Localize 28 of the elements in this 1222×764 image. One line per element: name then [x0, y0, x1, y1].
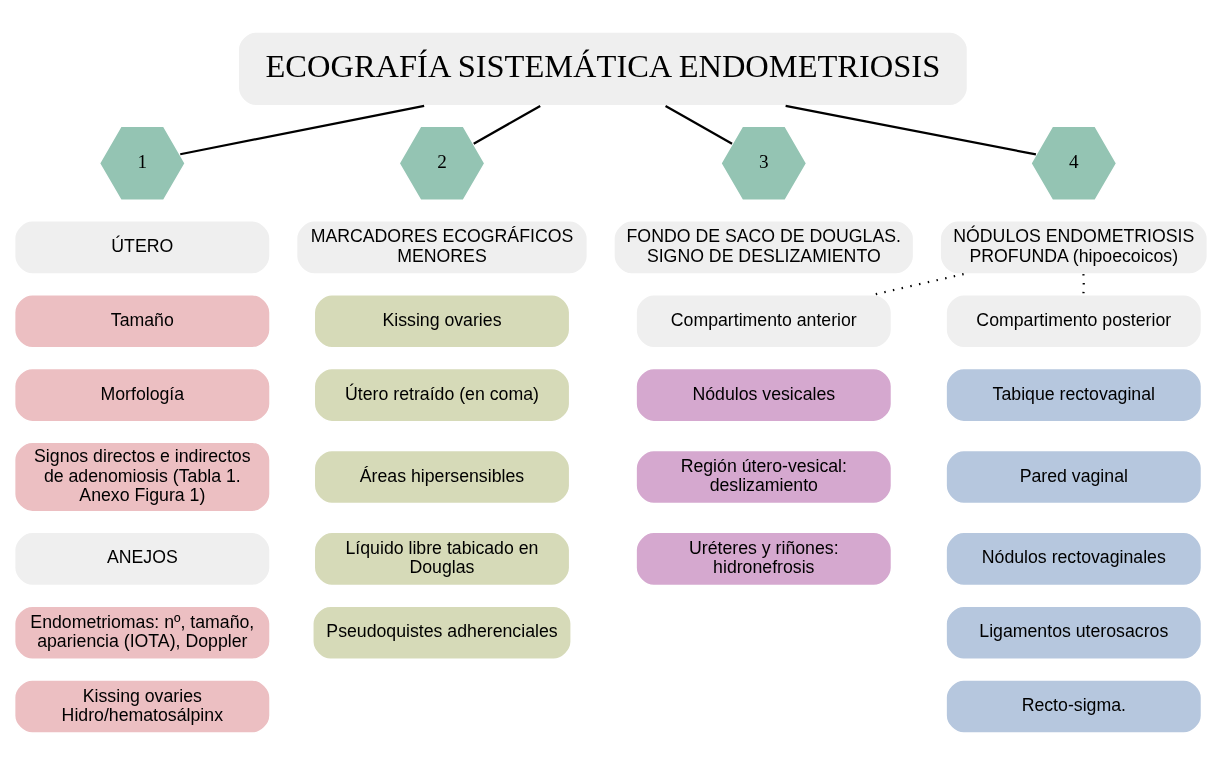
node-box: Kissing ovaries Hidro/hematosálpinx	[13, 678, 271, 734]
connector	[180, 104, 425, 155]
node-box: Ligamentos uterosacros	[945, 604, 1203, 660]
node-box: Uréteres y riñones: hidronefrosis	[635, 531, 893, 586]
connector	[785, 104, 1037, 156]
node-box: Pared vaginal	[945, 449, 1203, 504]
node-box: Endometriomas: nº, tamaño, apariencia (IOTA), Doppler	[13, 604, 271, 660]
connector	[665, 104, 733, 145]
node-box: Compartimento posterior	[945, 293, 1203, 349]
node-box: Morfología	[13, 367, 271, 422]
node-box: Pseudoquistes adherenciales	[312, 604, 572, 660]
connector	[873, 272, 964, 296]
node-box: Nódulos vesicales	[635, 367, 893, 422]
node-box: NÓDULOS ENDOMETRIOSIS PROFUNDA (hipoecoicos)	[939, 219, 1209, 275]
node-box: Kissing ovaries	[313, 293, 571, 349]
node-box: Tabique rectovaginal	[945, 367, 1203, 422]
node-box: Líquido libre tabicado en Douglas	[313, 531, 571, 586]
node-box: Útero retraído (en coma)	[313, 367, 571, 422]
node-box: Recto-sigma.	[945, 678, 1203, 734]
connector	[1082, 273, 1085, 295]
node-box: Áreas hipersensibles	[313, 449, 571, 504]
node-box: Región útero-vesical: deslizamiento	[635, 449, 893, 504]
node-box: Signos directos e indirectos de adenomiosis (Tabla 1. Anexo Figura 1)	[13, 441, 271, 512]
node-box: Tamaño	[13, 293, 271, 349]
node-box: Compartimento anterior	[635, 293, 893, 349]
connector	[473, 104, 541, 145]
node-box: Nódulos rectovaginales	[945, 531, 1203, 586]
node-box: ECOGRAFÍA SISTEMÁTICA ENDOMETRIOSIS	[237, 30, 969, 106]
